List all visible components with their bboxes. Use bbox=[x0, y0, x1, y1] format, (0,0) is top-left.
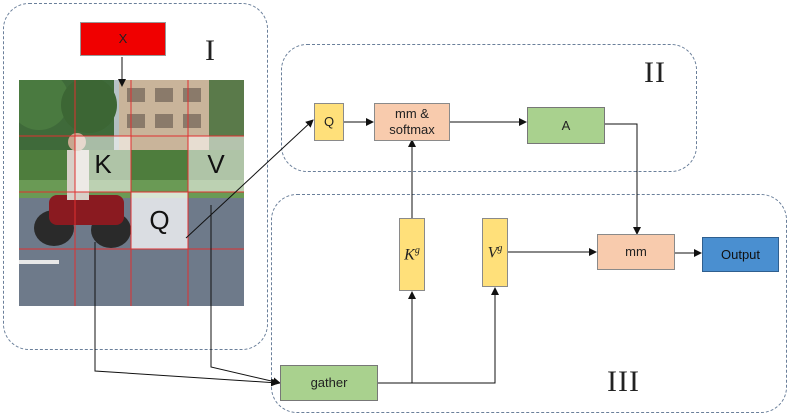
region-two-label: II bbox=[644, 56, 666, 89]
arrow-k-to-gather bbox=[94, 242, 279, 387]
grid-label-k: K bbox=[94, 148, 112, 179]
input-image-grid bbox=[19, 80, 244, 306]
output-node: Output bbox=[702, 237, 779, 272]
arrow-q-to-q bbox=[185, 119, 314, 239]
grid-label-v: V bbox=[207, 148, 225, 179]
arrow-a-to-mm bbox=[605, 123, 641, 235]
region-one bbox=[3, 3, 268, 350]
region-one-label: I bbox=[205, 34, 216, 67]
key-gathered-label: Kg bbox=[404, 244, 420, 264]
key-gathered-node: Kg bbox=[399, 218, 425, 291]
street-photo bbox=[19, 80, 244, 306]
attention-a-node: A bbox=[527, 107, 605, 144]
query-node: Q bbox=[314, 103, 344, 141]
value-gathered-label: Vg bbox=[487, 242, 503, 262]
arrow-v-to-gather bbox=[210, 205, 281, 386]
arrow-gather-to-vg bbox=[378, 287, 499, 384]
grid-label-q: Q bbox=[149, 205, 170, 235]
arrow-gather-to-kg bbox=[378, 291, 416, 384]
value-gathered-node: Vg bbox=[482, 218, 508, 287]
input-x-node: X bbox=[80, 22, 166, 56]
region-three-label: III bbox=[607, 365, 640, 398]
mm-node: mm bbox=[597, 234, 675, 270]
region-three bbox=[271, 194, 787, 413]
region-two bbox=[281, 44, 697, 172]
mm-softmax-node: mm & softmax bbox=[374, 103, 450, 141]
gather-node: gather bbox=[280, 365, 378, 401]
